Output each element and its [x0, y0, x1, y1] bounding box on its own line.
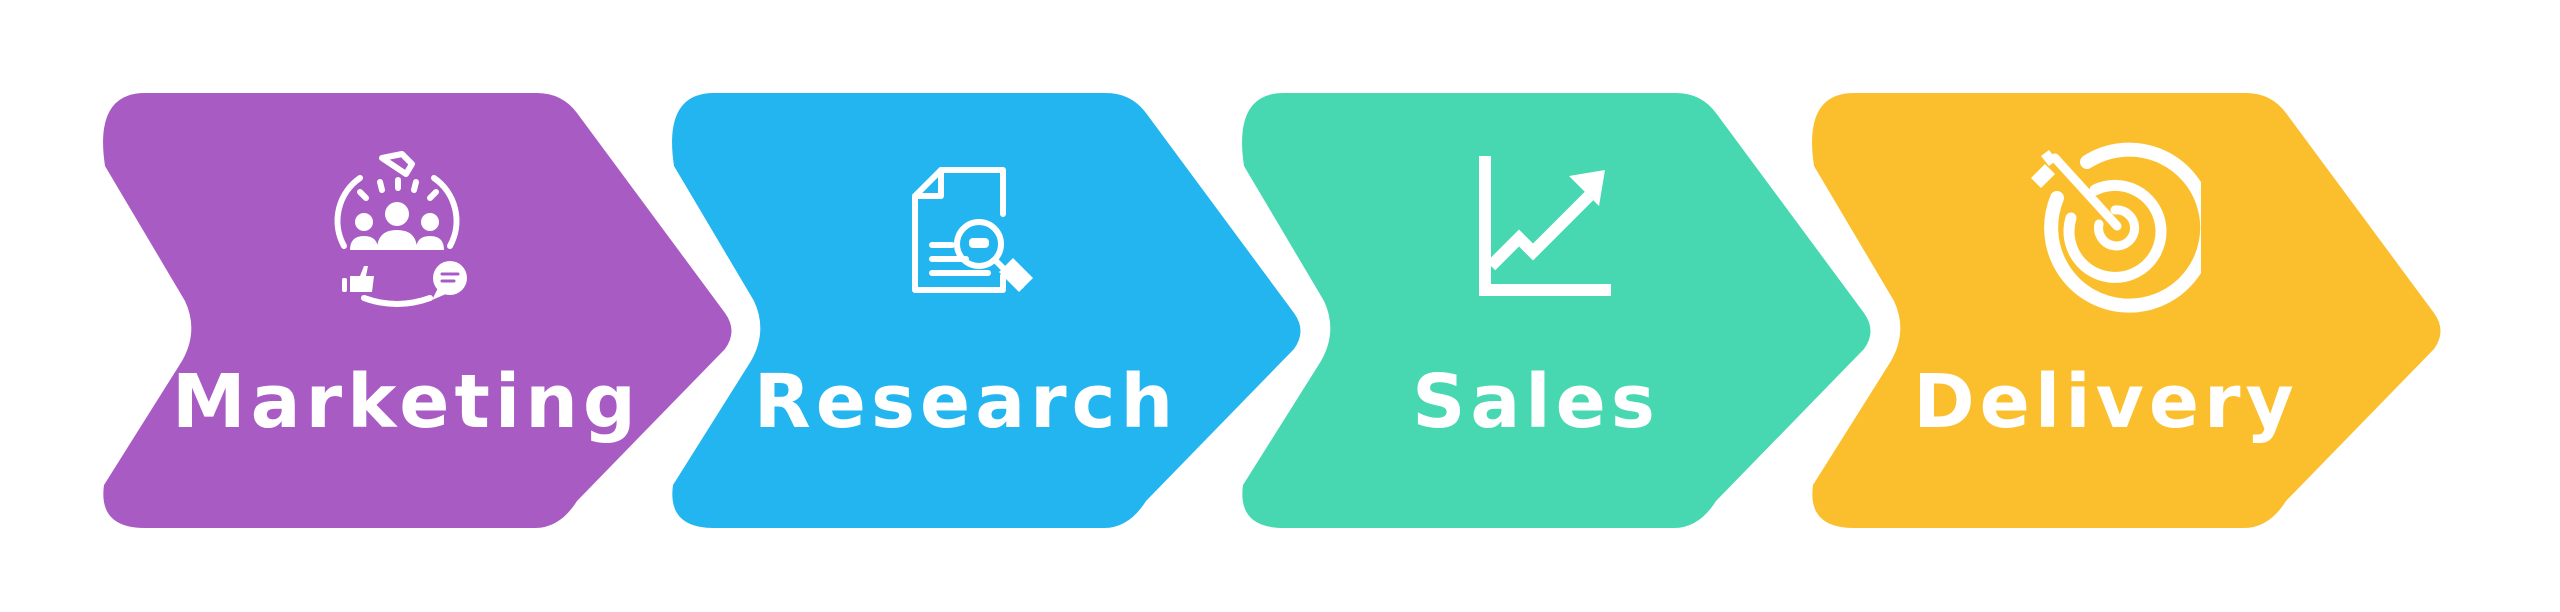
team-megaphone-icon	[334, 151, 467, 307]
step-label: Delivery	[1913, 359, 2299, 445]
chevron-shape-sales	[1242, 93, 1871, 528]
target-arrow-icon	[2031, 142, 2201, 313]
step-sales[interactable]: Sales	[1236, 93, 1976, 528]
step-label: Research	[753, 359, 1179, 445]
document-magnifier-icon	[912, 167, 1033, 293]
step-research[interactable]: Research	[666, 93, 1406, 528]
step-label: Marketing	[172, 359, 641, 445]
step-marketing[interactable]: Marketing	[97, 93, 837, 528]
chevron-shape-marketing	[103, 93, 732, 528]
step-label: Sales	[1412, 359, 1660, 445]
chevron-shape-research	[672, 93, 1301, 528]
growth-chart-icon	[1479, 156, 1611, 296]
step-delivery[interactable]: Delivery	[1806, 93, 2546, 528]
